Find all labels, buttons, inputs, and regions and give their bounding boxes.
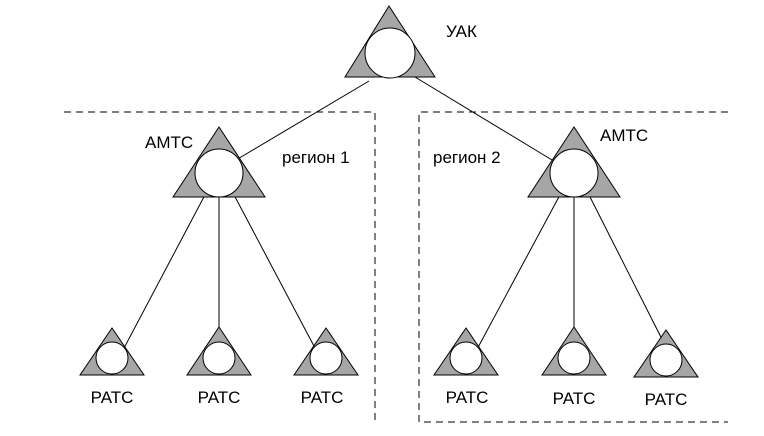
node-leaf-2-3 bbox=[633, 329, 699, 378]
node-hub-1 bbox=[172, 126, 266, 198]
link-hub-2-leaf-3 bbox=[587, 192, 670, 354]
hub-1-label: АМТС bbox=[145, 133, 193, 152]
link-root-hub-2 bbox=[414, 76, 553, 161]
region-1-boundary bbox=[64, 111, 376, 422]
leaf-1-2-label: РАТС bbox=[198, 388, 241, 407]
link-root-hub-1 bbox=[235, 80, 370, 161]
node-leaf-2-1 bbox=[433, 327, 499, 376]
region-2-label: регион 2 bbox=[433, 148, 501, 167]
node-hub-2 bbox=[527, 126, 621, 198]
leaf-1-3-label: РАТС bbox=[301, 388, 344, 407]
leaf-2-2-label: РАТС bbox=[553, 389, 596, 408]
leaf-2-1-label: РАТС bbox=[446, 388, 489, 407]
leaf-1-1-label: РАТС bbox=[91, 388, 134, 407]
root-label: УАК bbox=[446, 22, 477, 41]
hub-2-label: АМТС bbox=[600, 126, 648, 145]
node-leaf-1-3 bbox=[293, 327, 359, 376]
node-root bbox=[344, 5, 436, 79]
link-hub-2-leaf-1 bbox=[474, 192, 562, 354]
region-2-boundary bbox=[418, 111, 728, 423]
leaf-2-3-label: РАТС bbox=[645, 390, 688, 409]
node-leaf-1-2 bbox=[186, 326, 252, 376]
node-leaf-1-1 bbox=[79, 327, 145, 376]
link-hub-1-leaf-3 bbox=[232, 192, 316, 349]
node-leaf-2-2 bbox=[541, 326, 607, 376]
region-1-label: регион 1 bbox=[282, 148, 350, 167]
link-hub-1-leaf-1 bbox=[122, 192, 207, 351]
